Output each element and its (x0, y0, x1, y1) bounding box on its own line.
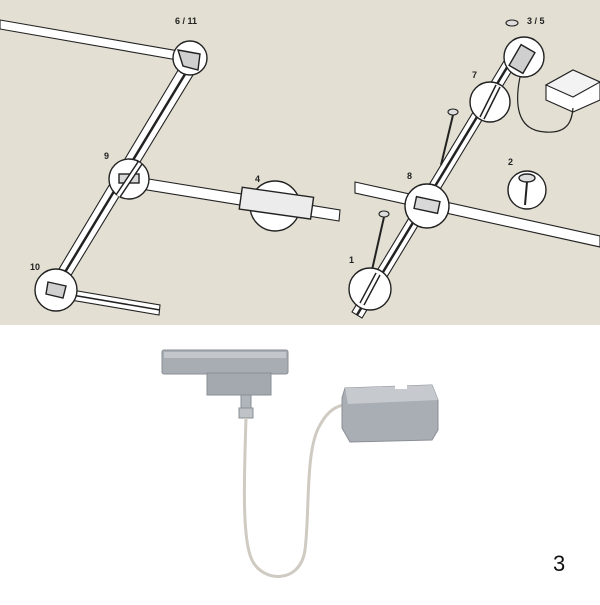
callout-straight-connector: 4 (255, 174, 261, 184)
suspension-rod (371, 216, 385, 271)
callout-rail-joint: 7 (472, 70, 478, 80)
ceiling-feed-detail (508, 43, 536, 75)
callout-end-corner: 10 (30, 262, 41, 272)
adapter-body (206, 372, 272, 396)
t-connector-groove-inner (116, 162, 142, 197)
straight-connector-detail (238, 186, 315, 220)
callout-t-connector: 9 (104, 151, 110, 161)
callout-ceiling-feed: 3 / 5 (527, 16, 545, 26)
product-illustration (161, 349, 439, 578)
callout-ceiling-mount: 2 (508, 157, 514, 167)
ceiling-mount-rod (440, 114, 454, 166)
magnifier-rail-overlays (115, 84, 501, 306)
callout-corner-connector: 6 / 11 (175, 16, 198, 26)
callout-cross-connector: 8 (407, 171, 413, 181)
ceiling-mount-detail-rod (524, 181, 528, 206)
end-corner-detail (45, 281, 67, 299)
adapter-top-highlight (164, 352, 286, 358)
suspension-rosette (378, 210, 390, 218)
figure-number: 3 (553, 551, 566, 576)
power-box-lid (345, 385, 438, 404)
adapter-clamp (238, 407, 254, 419)
ceiling-mount-detail (518, 173, 536, 183)
right-panel-fixtures (371, 19, 600, 271)
cross-connector-detail (413, 195, 441, 215)
power-box-notch (395, 385, 407, 389)
power-box-top (544, 69, 600, 98)
left-panel-background (0, 0, 600, 325)
ceiling-feed-rosette (505, 19, 519, 27)
suspension-groove-inner (360, 273, 380, 305)
callout-suspension: 1 (349, 255, 355, 265)
product-cable (242, 403, 347, 578)
ceiling-mount-rosette (447, 108, 459, 116)
rail-joint-groove-inner (480, 85, 500, 119)
corner-connector-detail (176, 49, 201, 71)
feed-cable (517, 57, 574, 133)
